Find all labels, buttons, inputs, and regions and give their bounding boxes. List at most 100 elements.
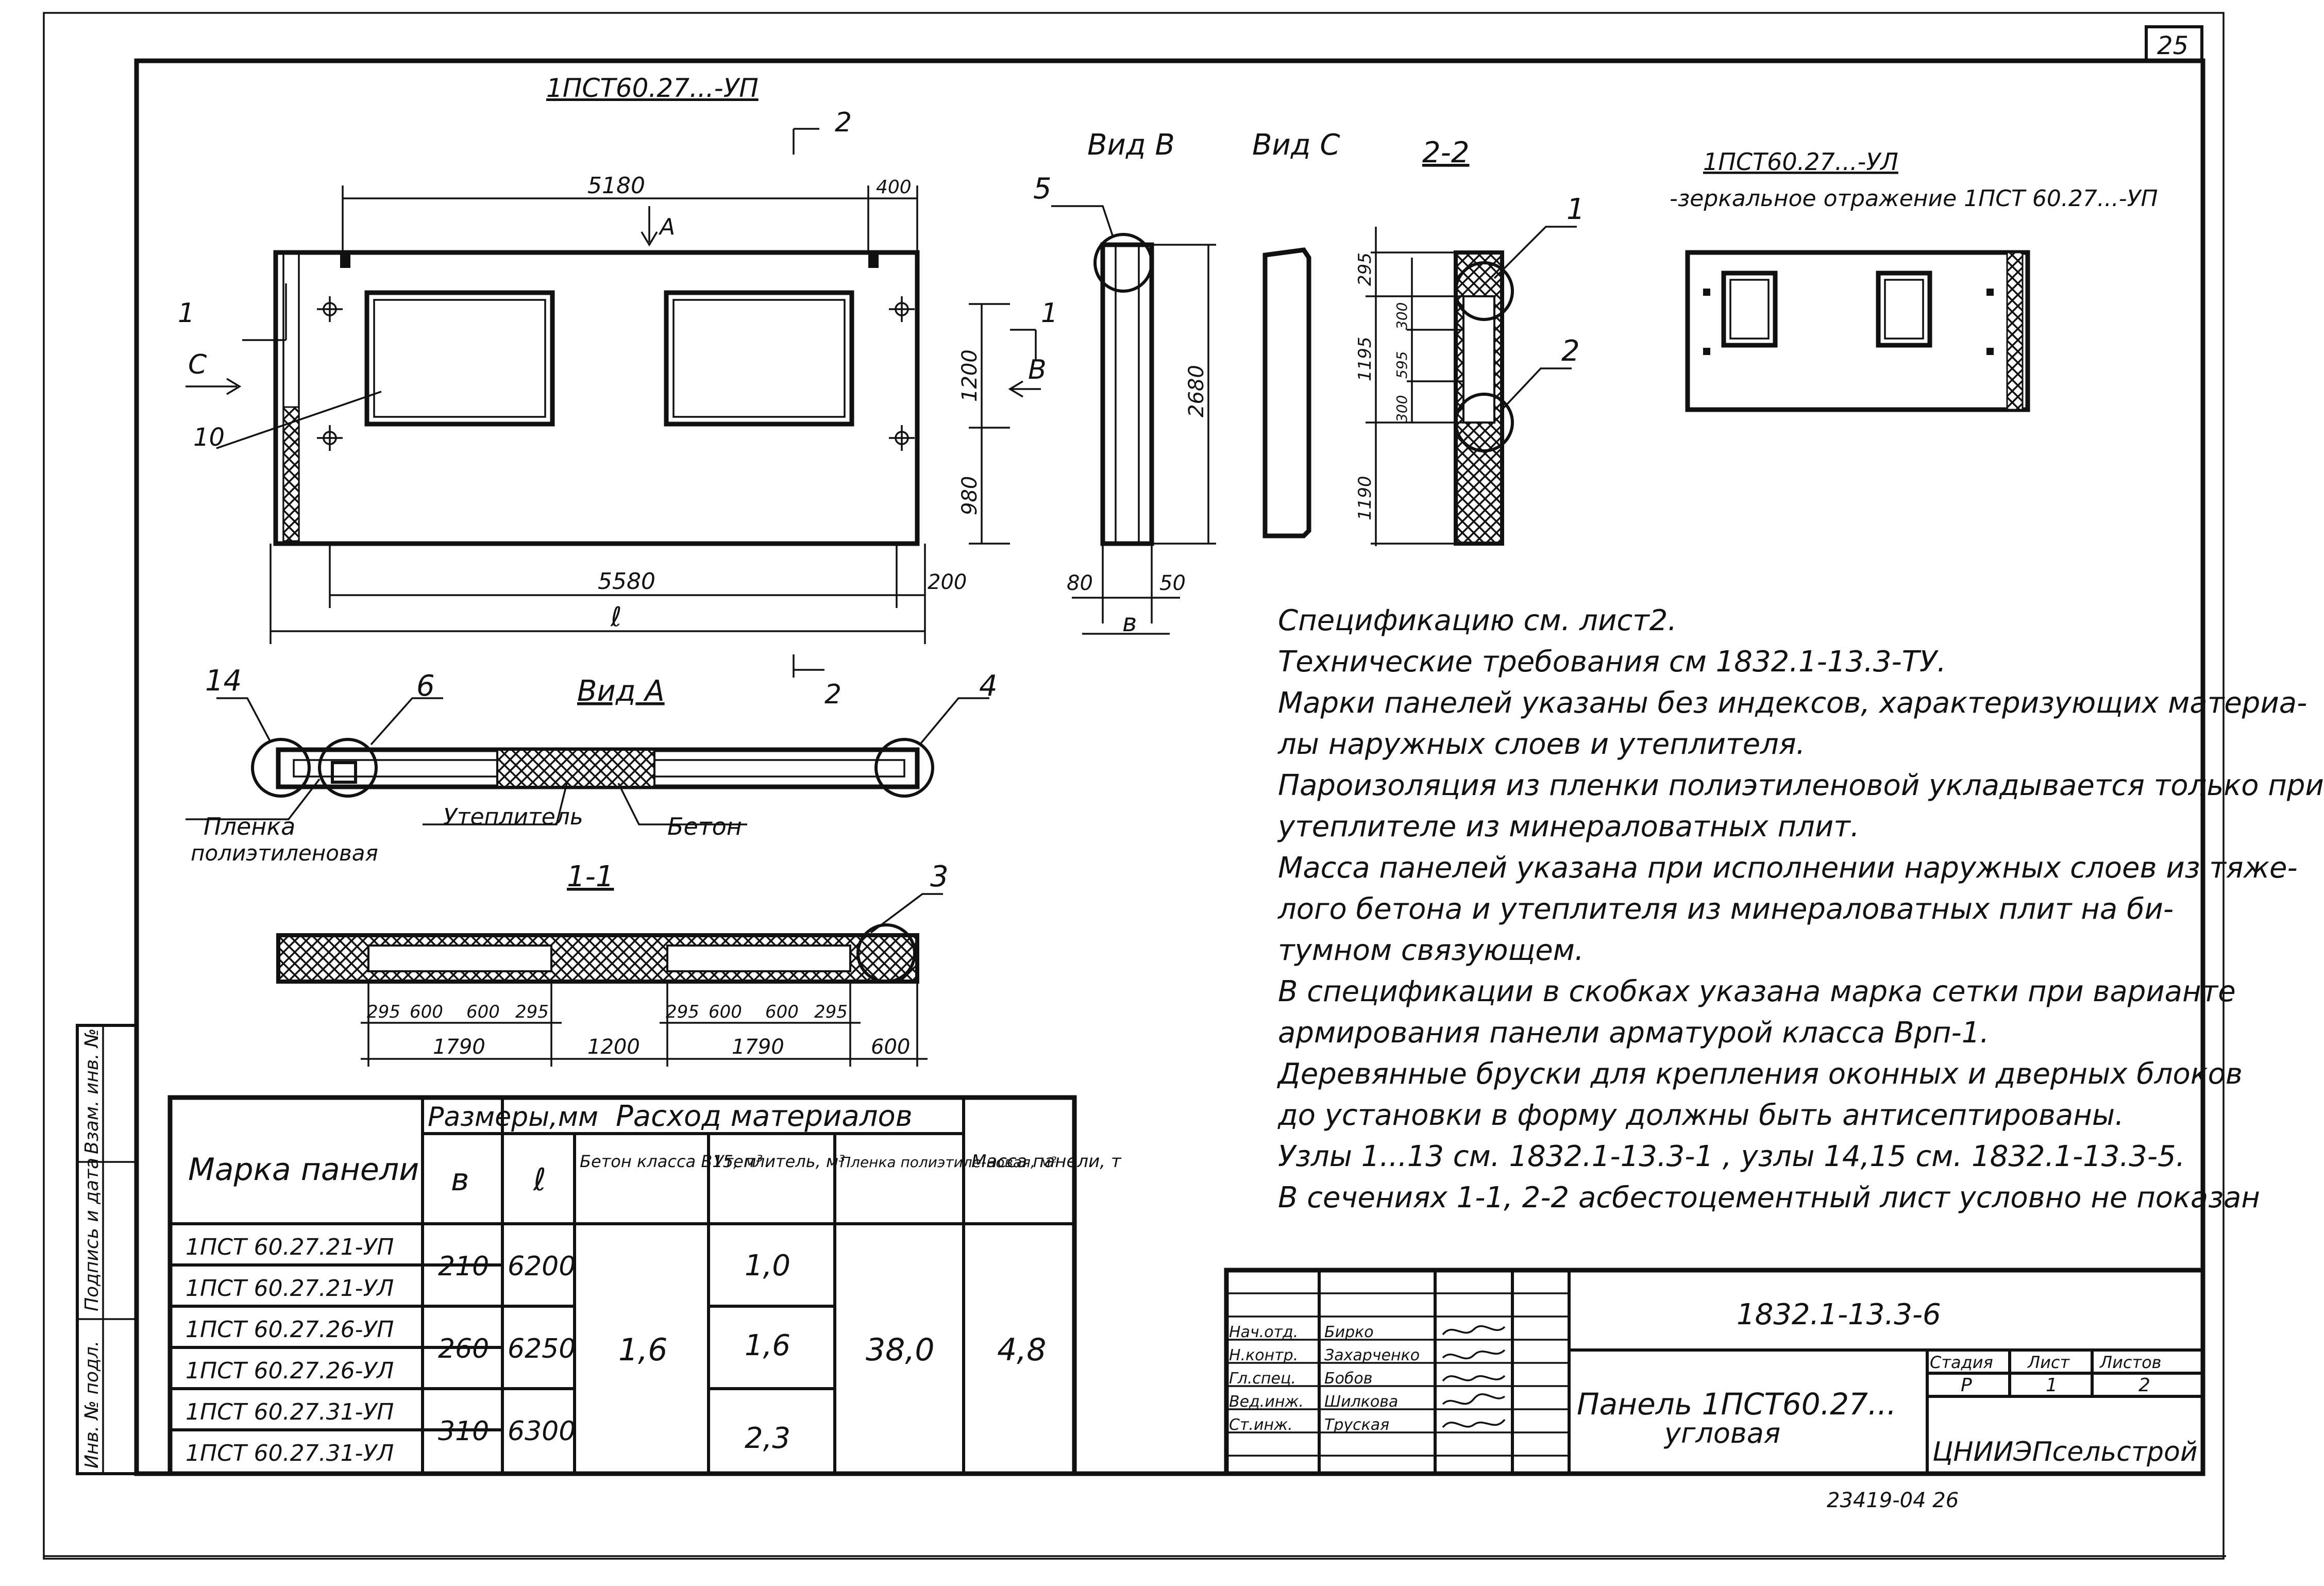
- section-11-dim-600d: 600: [765, 1002, 799, 1022]
- callout-10: 10: [193, 423, 225, 452]
- section-11-dim-600: 600: [871, 1035, 910, 1059]
- note-line: утеплителе из минераловатных плит.: [1278, 810, 1860, 843]
- title-sheet-head: Лист: [2027, 1353, 2070, 1372]
- table-head-l: ℓ: [533, 1162, 546, 1198]
- table-head-mark: Марка панели: [188, 1152, 419, 1188]
- title-name-1: Бирко: [1324, 1323, 1374, 1341]
- title-role-5: Ст.инж.: [1229, 1416, 1293, 1434]
- section-11-dim-1790a: 1790: [433, 1035, 485, 1059]
- view-b-callout-5: 5: [1033, 172, 1052, 206]
- table-b-3: 310: [438, 1416, 489, 1447]
- table-b-2: 260: [438, 1334, 489, 1364]
- side-strip-replace: Взам. инв. №: [81, 1028, 103, 1154]
- table-row-mark-3: 1ПСТ 60.27.26-УП: [186, 1317, 394, 1343]
- mirror-panel: 1ПСТ60.27...-УЛ -зеркальное отражение 1П…: [1670, 148, 2158, 412]
- materials-table: Марка панели Размеры,мм в ℓ Расход матер…: [167, 1095, 1122, 1476]
- title-role-1: Нач.отд.: [1229, 1323, 1298, 1341]
- note-line: лого бетона и утеплителя из минераловатн…: [1278, 892, 2174, 926]
- plan-dim-bottom-right: 200: [928, 570, 967, 594]
- label-film: Пленка: [204, 813, 295, 840]
- section-11-dim-600b: 600: [466, 1002, 500, 1022]
- section-22-callout-2: 2: [1561, 334, 1580, 368]
- title-name-4: Шилкова: [1324, 1393, 1398, 1411]
- view-a-callout-4: 4: [979, 669, 998, 703]
- title-sheet: 1: [2046, 1375, 2058, 1396]
- note-line: Марки панелей указаны без индексов, хара…: [1278, 686, 2308, 720]
- section-11-dim-600c: 600: [709, 1002, 742, 1022]
- table-head-mass: Масса панели, т: [971, 1151, 1122, 1172]
- note-line: Узлы 1...13 см. 1832.1-13.3-1 , узлы 14,…: [1278, 1140, 2185, 1173]
- table-l-1: 6200: [508, 1251, 576, 1282]
- table-row-mark-1: 1ПСТ 60.27.21-УП: [186, 1234, 394, 1260]
- plan-dim-bottom: 5580: [598, 568, 655, 595]
- section-22-dim-295: 295: [1355, 252, 1375, 286]
- section-22-title: 2-2: [1422, 136, 1469, 170]
- view-c-title: Вид С: [1252, 128, 1340, 162]
- title-sheets: 2: [2138, 1375, 2150, 1396]
- mirror-title: 1ПСТ60.27...-УЛ: [1703, 148, 1898, 176]
- title-stage-head: Стадия: [1930, 1353, 1993, 1372]
- page-number: 25: [2157, 31, 2188, 60]
- side-strip-sign: Подпись и дата: [81, 1158, 103, 1311]
- label-insulation: Утеплитель: [443, 804, 583, 830]
- note-line: В сечениях 1-1, 2-2 асбестоцементный лис…: [1278, 1181, 2260, 1214]
- view-a: Вид А 14 6 4 Пленка полиэтиленовая Утепл…: [186, 664, 998, 866]
- plan-dim-top-right: 400: [876, 177, 912, 198]
- section-mark-1-left: 1: [178, 298, 195, 329]
- title-line-2: угловая: [1663, 1417, 1780, 1449]
- note-line: Технические требования см 1832.1-13.3-ТУ…: [1278, 645, 1946, 679]
- section-11-dim-1200: 1200: [587, 1035, 640, 1059]
- view-a-callout-6: 6: [416, 669, 435, 703]
- table-head-film: Пленка полиэтиле-новая, м²: [840, 1154, 1056, 1171]
- view-a-callout-14: 14: [205, 664, 242, 698]
- section-mark-1-right: 1: [1041, 298, 1058, 329]
- note-line: тумном связующем.: [1278, 934, 1584, 967]
- table-head-materials: Расход материалов: [616, 1100, 913, 1133]
- note-line: до установки в форму должны быть антисеп…: [1278, 1099, 2124, 1132]
- note-line: В спецификации в скобках указана марка с…: [1278, 975, 2236, 1008]
- note-line: армирования панели арматурой класса Врп-…: [1278, 1016, 1990, 1050]
- table-row-mark-2: 1ПСТ 60.27.21-УЛ: [186, 1275, 394, 1302]
- title-role-2: Н.контр.: [1229, 1346, 1298, 1364]
- view-b-dim-height: 2680: [1185, 365, 1208, 417]
- view-b-title: Вид В: [1087, 128, 1175, 162]
- table-insul-1: 1,0: [745, 1249, 790, 1283]
- table-l-2: 6250: [508, 1334, 576, 1364]
- section-11-dim-295a: 295: [367, 1002, 400, 1022]
- mirror-subtitle: -зеркальное отражение 1ПСТ 60.27...-УП: [1670, 185, 2158, 212]
- section-22-callout-1: 1: [1567, 193, 1585, 226]
- view-c: Вид С: [1252, 128, 1340, 538]
- plan-dim-right-upper: 1200: [958, 349, 982, 402]
- note-line: Спецификацию см. лист2.: [1278, 604, 1677, 637]
- side-strip: Инв. № подл. Подпись и дата Взам. инв. №: [76, 1024, 138, 1475]
- section-11-dim-295c: 295: [666, 1002, 699, 1022]
- plan-title: 1ПСТ60.27...-УП: [546, 73, 759, 103]
- plan-dim-top: 5180: [587, 173, 645, 199]
- section-mark-2-bottom: 2: [824, 679, 841, 710]
- section-11-title: 1-1: [567, 860, 614, 893]
- view-a-title: Вид А: [577, 674, 665, 708]
- plan-dim-total: ℓ: [610, 602, 621, 633]
- table-head-concrete: Бетон класса В15, м³: [580, 1152, 763, 1171]
- title-org: ЦНИИЭПсельстрой: [1932, 1437, 2198, 1467]
- table-head-sizes: Размеры,мм: [428, 1102, 598, 1133]
- note-line: лы наружных слоев и утеплителя.: [1278, 728, 1806, 761]
- table-concrete: 1,6: [618, 1332, 667, 1368]
- drawing-sheet: Инв. № подл. Подпись и дата Взам. инв. №…: [43, 12, 2226, 1560]
- view-b: Вид В 5 2680 80 50 в: [1033, 128, 1216, 637]
- table-head-insul: Утеплитель, м³: [714, 1152, 845, 1171]
- label-concrete: Бетон: [667, 813, 742, 840]
- section-11-dim-1790b: 1790: [732, 1035, 784, 1059]
- section-22-dim-1195: 1195: [1355, 336, 1375, 381]
- section-11-dim-295d: 295: [814, 1002, 848, 1022]
- table-l-3: 6300: [508, 1416, 576, 1447]
- side-strip-inv: Инв. № подл.: [81, 1341, 103, 1469]
- section-11-dim-600a: 600: [410, 1002, 443, 1022]
- section-2-2: 2-2 1 2 295 1195 300 595 300 1190: [1355, 136, 1585, 546]
- note-line: Масса панелей указана при исполнении нар…: [1278, 851, 2298, 885]
- title-line-1: Панель 1ПСТ60.27...: [1577, 1387, 1896, 1422]
- view-arrow-a: А: [658, 214, 675, 240]
- view-b-dim-80: 80: [1067, 571, 1093, 595]
- table-film: 38,0: [866, 1332, 935, 1368]
- view-b-dim-b: в: [1122, 609, 1137, 637]
